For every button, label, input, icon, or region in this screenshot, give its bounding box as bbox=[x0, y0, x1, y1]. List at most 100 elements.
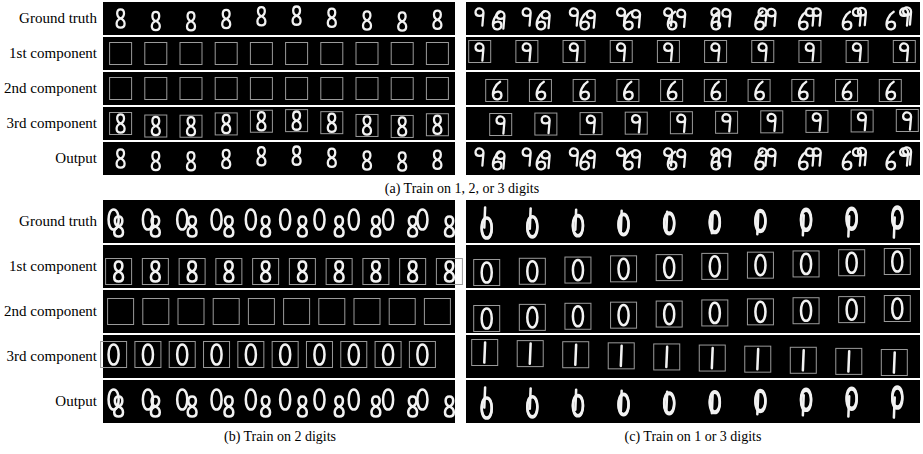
digit-stroke bbox=[574, 210, 577, 230]
digit-stroke bbox=[710, 256, 720, 276]
digit-stroke bbox=[768, 114, 776, 131]
digit-stroke bbox=[893, 352, 896, 372]
digit-stroke bbox=[257, 112, 265, 130]
component-frame bbox=[884, 249, 910, 275]
component-frame bbox=[617, 80, 639, 102]
digit-stroke bbox=[853, 43, 861, 60]
digit-stroke bbox=[257, 147, 265, 165]
frame-strip bbox=[103, 142, 455, 175]
frame-strip bbox=[103, 72, 455, 105]
component-frame bbox=[178, 299, 204, 325]
digit-stroke bbox=[587, 151, 595, 168]
digit-stroke bbox=[668, 152, 677, 170]
digit-stroke bbox=[755, 255, 765, 275]
component-frame bbox=[611, 256, 637, 282]
frame-strip bbox=[466, 2, 920, 35]
digit-stroke bbox=[417, 209, 427, 229]
digit-stroke bbox=[665, 347, 668, 367]
digit-stroke bbox=[383, 209, 393, 229]
row-label: Output bbox=[55, 150, 97, 167]
digit-stroke bbox=[664, 304, 674, 324]
digit-stroke bbox=[755, 82, 764, 100]
digit-stroke bbox=[847, 396, 850, 416]
component-frame bbox=[142, 259, 168, 285]
component-frame bbox=[272, 342, 298, 368]
digit-stroke bbox=[445, 396, 454, 416]
digit-stroke bbox=[143, 209, 153, 229]
component-frame bbox=[702, 300, 728, 326]
digit-stroke bbox=[117, 9, 125, 27]
component-frame bbox=[490, 114, 512, 136]
digit-stroke bbox=[665, 392, 668, 412]
digit-stroke bbox=[665, 212, 668, 232]
digit-stroke bbox=[152, 152, 160, 170]
digit-stroke bbox=[476, 148, 484, 165]
component-frame bbox=[145, 43, 167, 65]
digit-stroke bbox=[768, 9, 776, 26]
component-frame bbox=[286, 110, 308, 132]
digit-stroke bbox=[188, 216, 197, 236]
digit-stroke bbox=[188, 261, 197, 281]
digit-stroke bbox=[261, 396, 270, 416]
digit-stroke bbox=[664, 43, 672, 60]
digit-stroke bbox=[710, 213, 720, 233]
component-frame bbox=[472, 340, 498, 366]
component-frame bbox=[321, 78, 343, 100]
component-frame bbox=[573, 80, 595, 102]
component-frame bbox=[145, 115, 167, 137]
component-frame bbox=[705, 41, 727, 63]
digit-stroke bbox=[187, 117, 195, 135]
row-label: 3rd component bbox=[7, 115, 97, 132]
component-frame bbox=[474, 306, 500, 332]
component-frame bbox=[356, 78, 378, 100]
component-frame bbox=[517, 341, 543, 367]
digit-stroke bbox=[117, 149, 125, 167]
digit-stroke bbox=[858, 148, 866, 165]
component-frame bbox=[611, 302, 637, 328]
component-frame bbox=[752, 41, 774, 63]
digit-stroke bbox=[858, 8, 866, 25]
frame-panel bbox=[101, 200, 463, 423]
digit-stroke bbox=[712, 152, 721, 170]
component-frame bbox=[145, 78, 167, 100]
frame-panel bbox=[466, 200, 920, 423]
digit-stroke bbox=[482, 308, 492, 328]
digit-stroke bbox=[755, 12, 764, 30]
component-frame bbox=[836, 80, 858, 102]
digit-stroke bbox=[417, 389, 427, 409]
digit-stroke bbox=[314, 389, 324, 409]
component-frame bbox=[608, 343, 634, 369]
component-frame bbox=[839, 297, 865, 323]
component-frame bbox=[180, 43, 202, 65]
component-frame bbox=[670, 112, 692, 134]
digit-stroke bbox=[335, 216, 344, 236]
digit-stroke bbox=[847, 351, 850, 371]
digit-stroke bbox=[445, 261, 454, 281]
component-frame bbox=[319, 299, 345, 325]
digit-stroke bbox=[677, 10, 685, 27]
component-frame bbox=[321, 112, 343, 134]
digit-stroke bbox=[887, 12, 896, 30]
component-frame bbox=[250, 110, 272, 132]
component-frame bbox=[180, 115, 202, 137]
digit-stroke bbox=[152, 117, 160, 135]
digit-stroke bbox=[570, 148, 578, 165]
component-frame bbox=[110, 113, 132, 135]
component-frame bbox=[745, 346, 771, 372]
digit-stroke bbox=[527, 261, 537, 281]
digit-stroke bbox=[858, 113, 866, 130]
component-frame bbox=[793, 298, 819, 324]
digit-stroke bbox=[349, 389, 359, 409]
digit-stroke bbox=[188, 396, 197, 416]
digit-stroke bbox=[383, 389, 393, 409]
component-frame bbox=[101, 342, 127, 368]
row-label: 1st component bbox=[9, 258, 97, 275]
frame-strip bbox=[103, 245, 455, 288]
component-frame bbox=[661, 80, 683, 102]
digit-stroke bbox=[620, 391, 623, 411]
digit-stroke bbox=[756, 214, 759, 234]
digit-stroke bbox=[893, 397, 896, 417]
digit-stroke bbox=[711, 43, 719, 60]
frame-strip bbox=[466, 245, 920, 288]
digit-stroke bbox=[813, 113, 821, 130]
